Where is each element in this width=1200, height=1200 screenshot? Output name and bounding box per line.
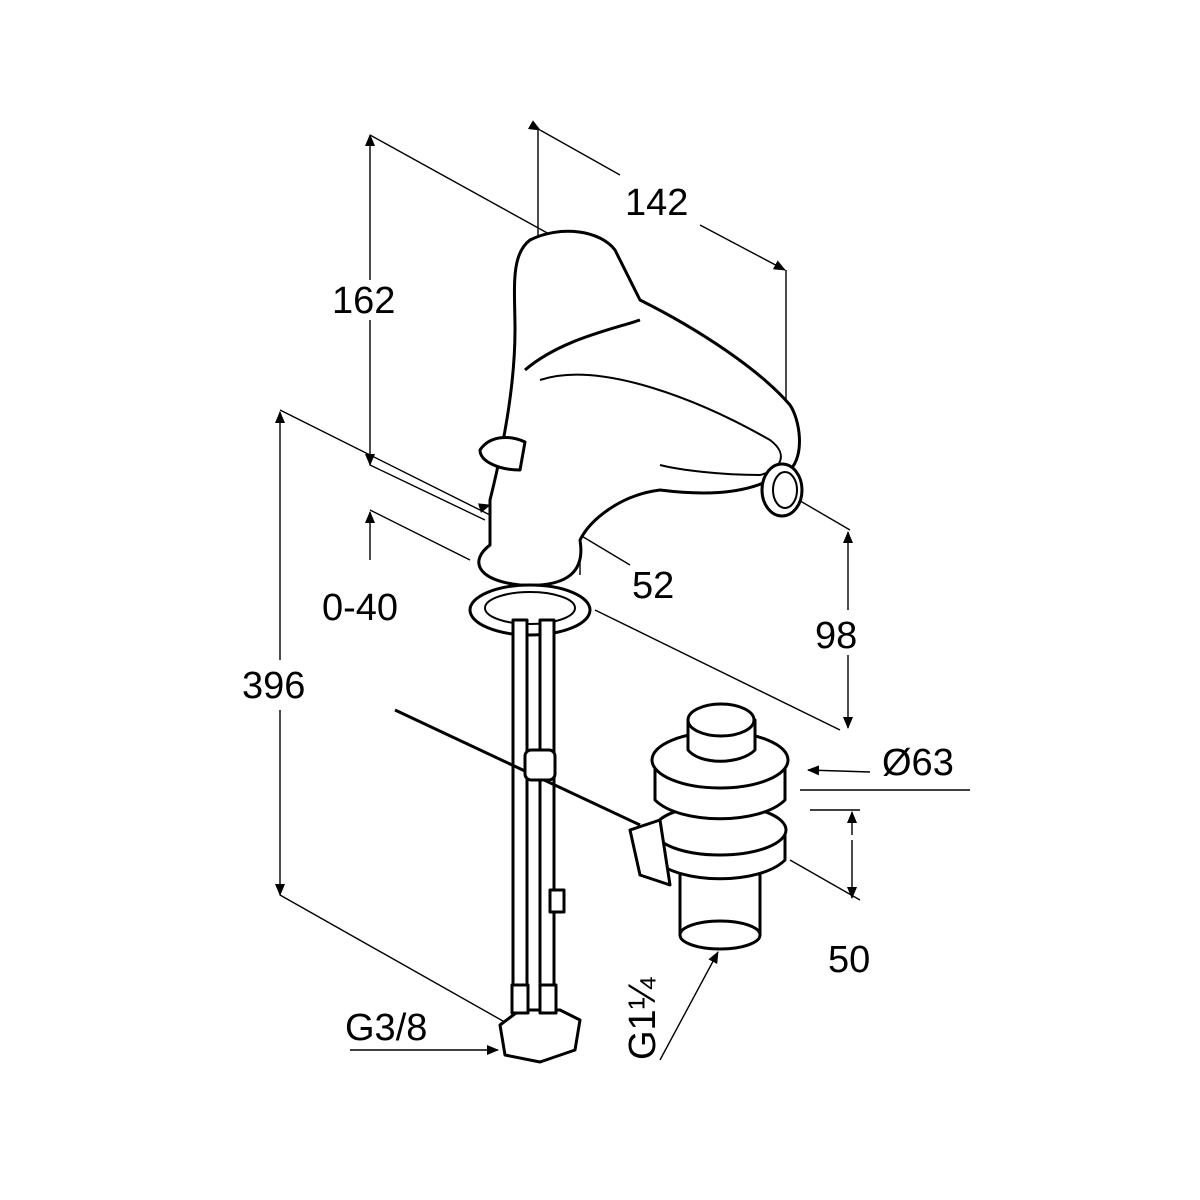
dim-142: 142: [625, 182, 688, 224]
faucet-body: [477, 229, 804, 587]
dim-g1-1-4: G1¼: [622, 976, 664, 1060]
dim-396: 396: [242, 665, 305, 707]
dim-0-40: 0-40: [322, 587, 398, 629]
mounting-and-hoses: [394, 583, 641, 1064]
dim-162: 162: [332, 280, 395, 322]
extension-lines: [279, 128, 970, 1026]
dim-52: 52: [632, 565, 674, 607]
dim-diameter-63: Ø63: [882, 742, 954, 784]
dim-g3-8: G3/8: [345, 1007, 427, 1049]
dim-50: 50: [828, 939, 870, 981]
dim-98: 98: [815, 615, 857, 657]
pop-up-waste: [628, 702, 790, 951]
